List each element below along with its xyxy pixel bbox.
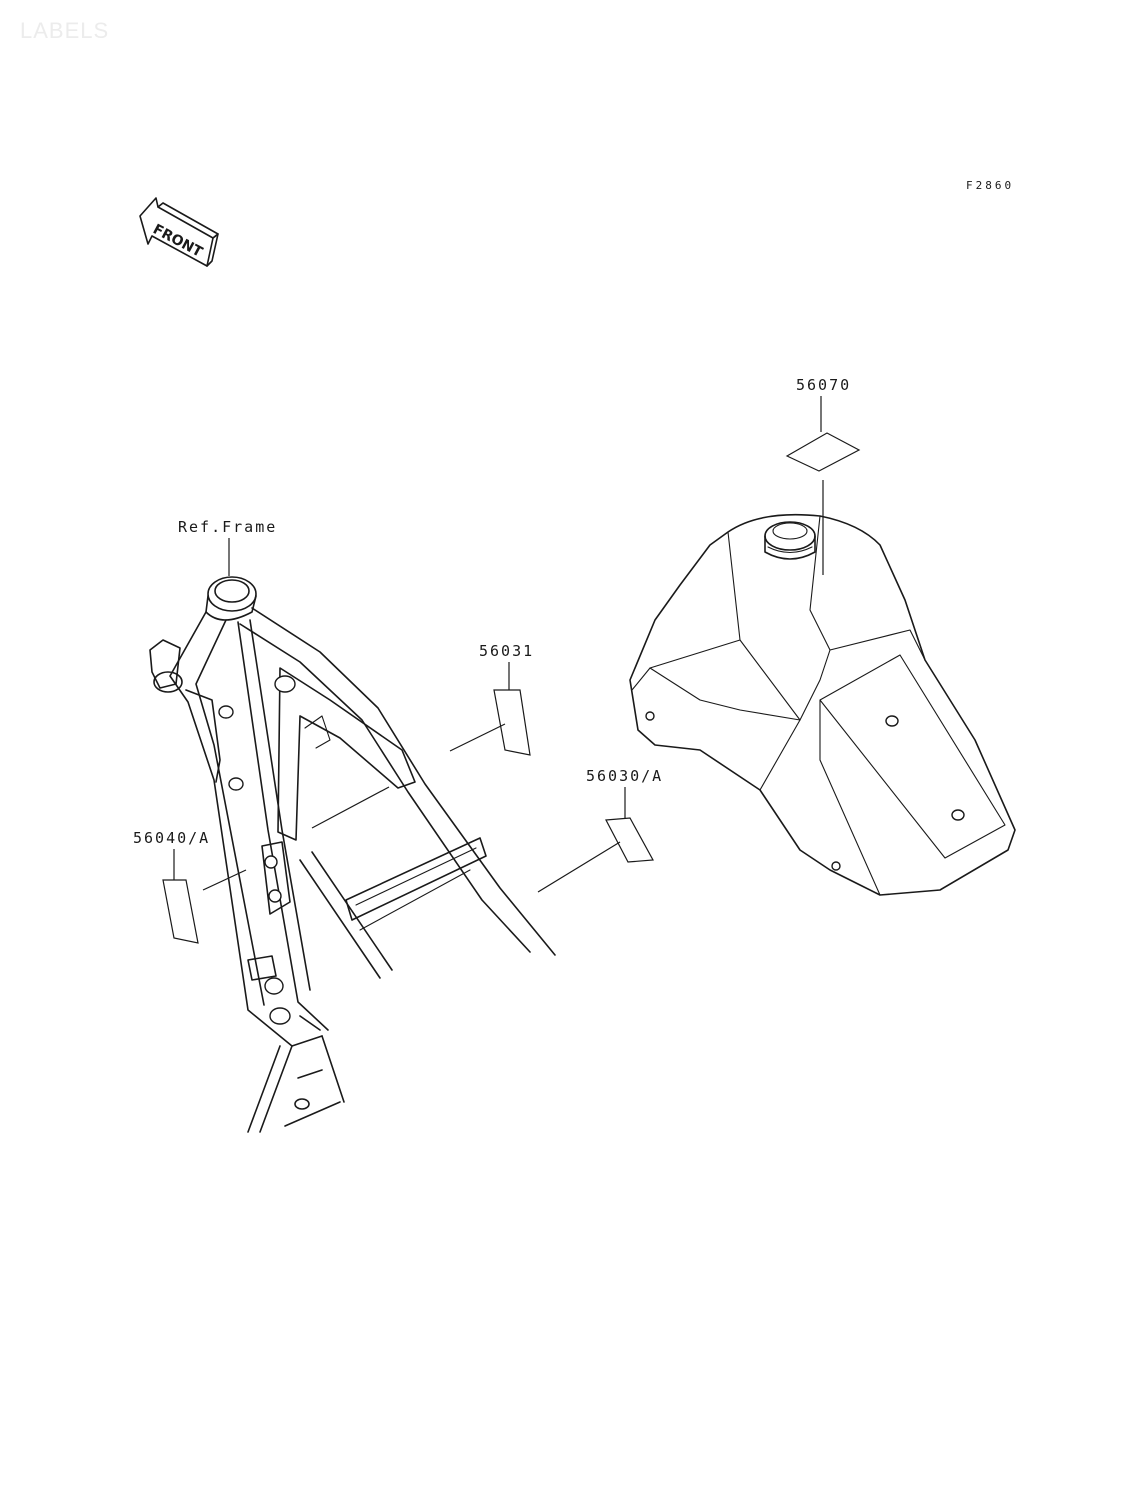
frame-drawing	[149, 576, 556, 1133]
front-arrow-icon: FRONT	[139, 197, 219, 267]
leader-56030-frame	[537, 841, 621, 893]
decal-56070	[785, 432, 861, 472]
decal-56040	[162, 879, 199, 944]
callout-56070: 56070	[796, 376, 851, 394]
callout-56031: 56031	[479, 642, 534, 660]
leader-56031-frame-2	[311, 786, 390, 829]
figure-code: F2860	[966, 179, 1014, 192]
front-label: FRONT	[150, 221, 205, 260]
fuel-tank-drawing	[629, 513, 1016, 896]
watermark-label: LABELS	[20, 18, 109, 43]
leader-56040-frame	[202, 869, 247, 891]
decal-56031	[493, 689, 531, 756]
callout-56040: 56040/A	[133, 829, 210, 847]
callout-ref-frame: Ref.Frame	[178, 518, 277, 536]
decal-56030	[605, 817, 654, 863]
leader-56031-frame	[449, 723, 506, 752]
callout-56030: 56030/A	[586, 767, 663, 785]
